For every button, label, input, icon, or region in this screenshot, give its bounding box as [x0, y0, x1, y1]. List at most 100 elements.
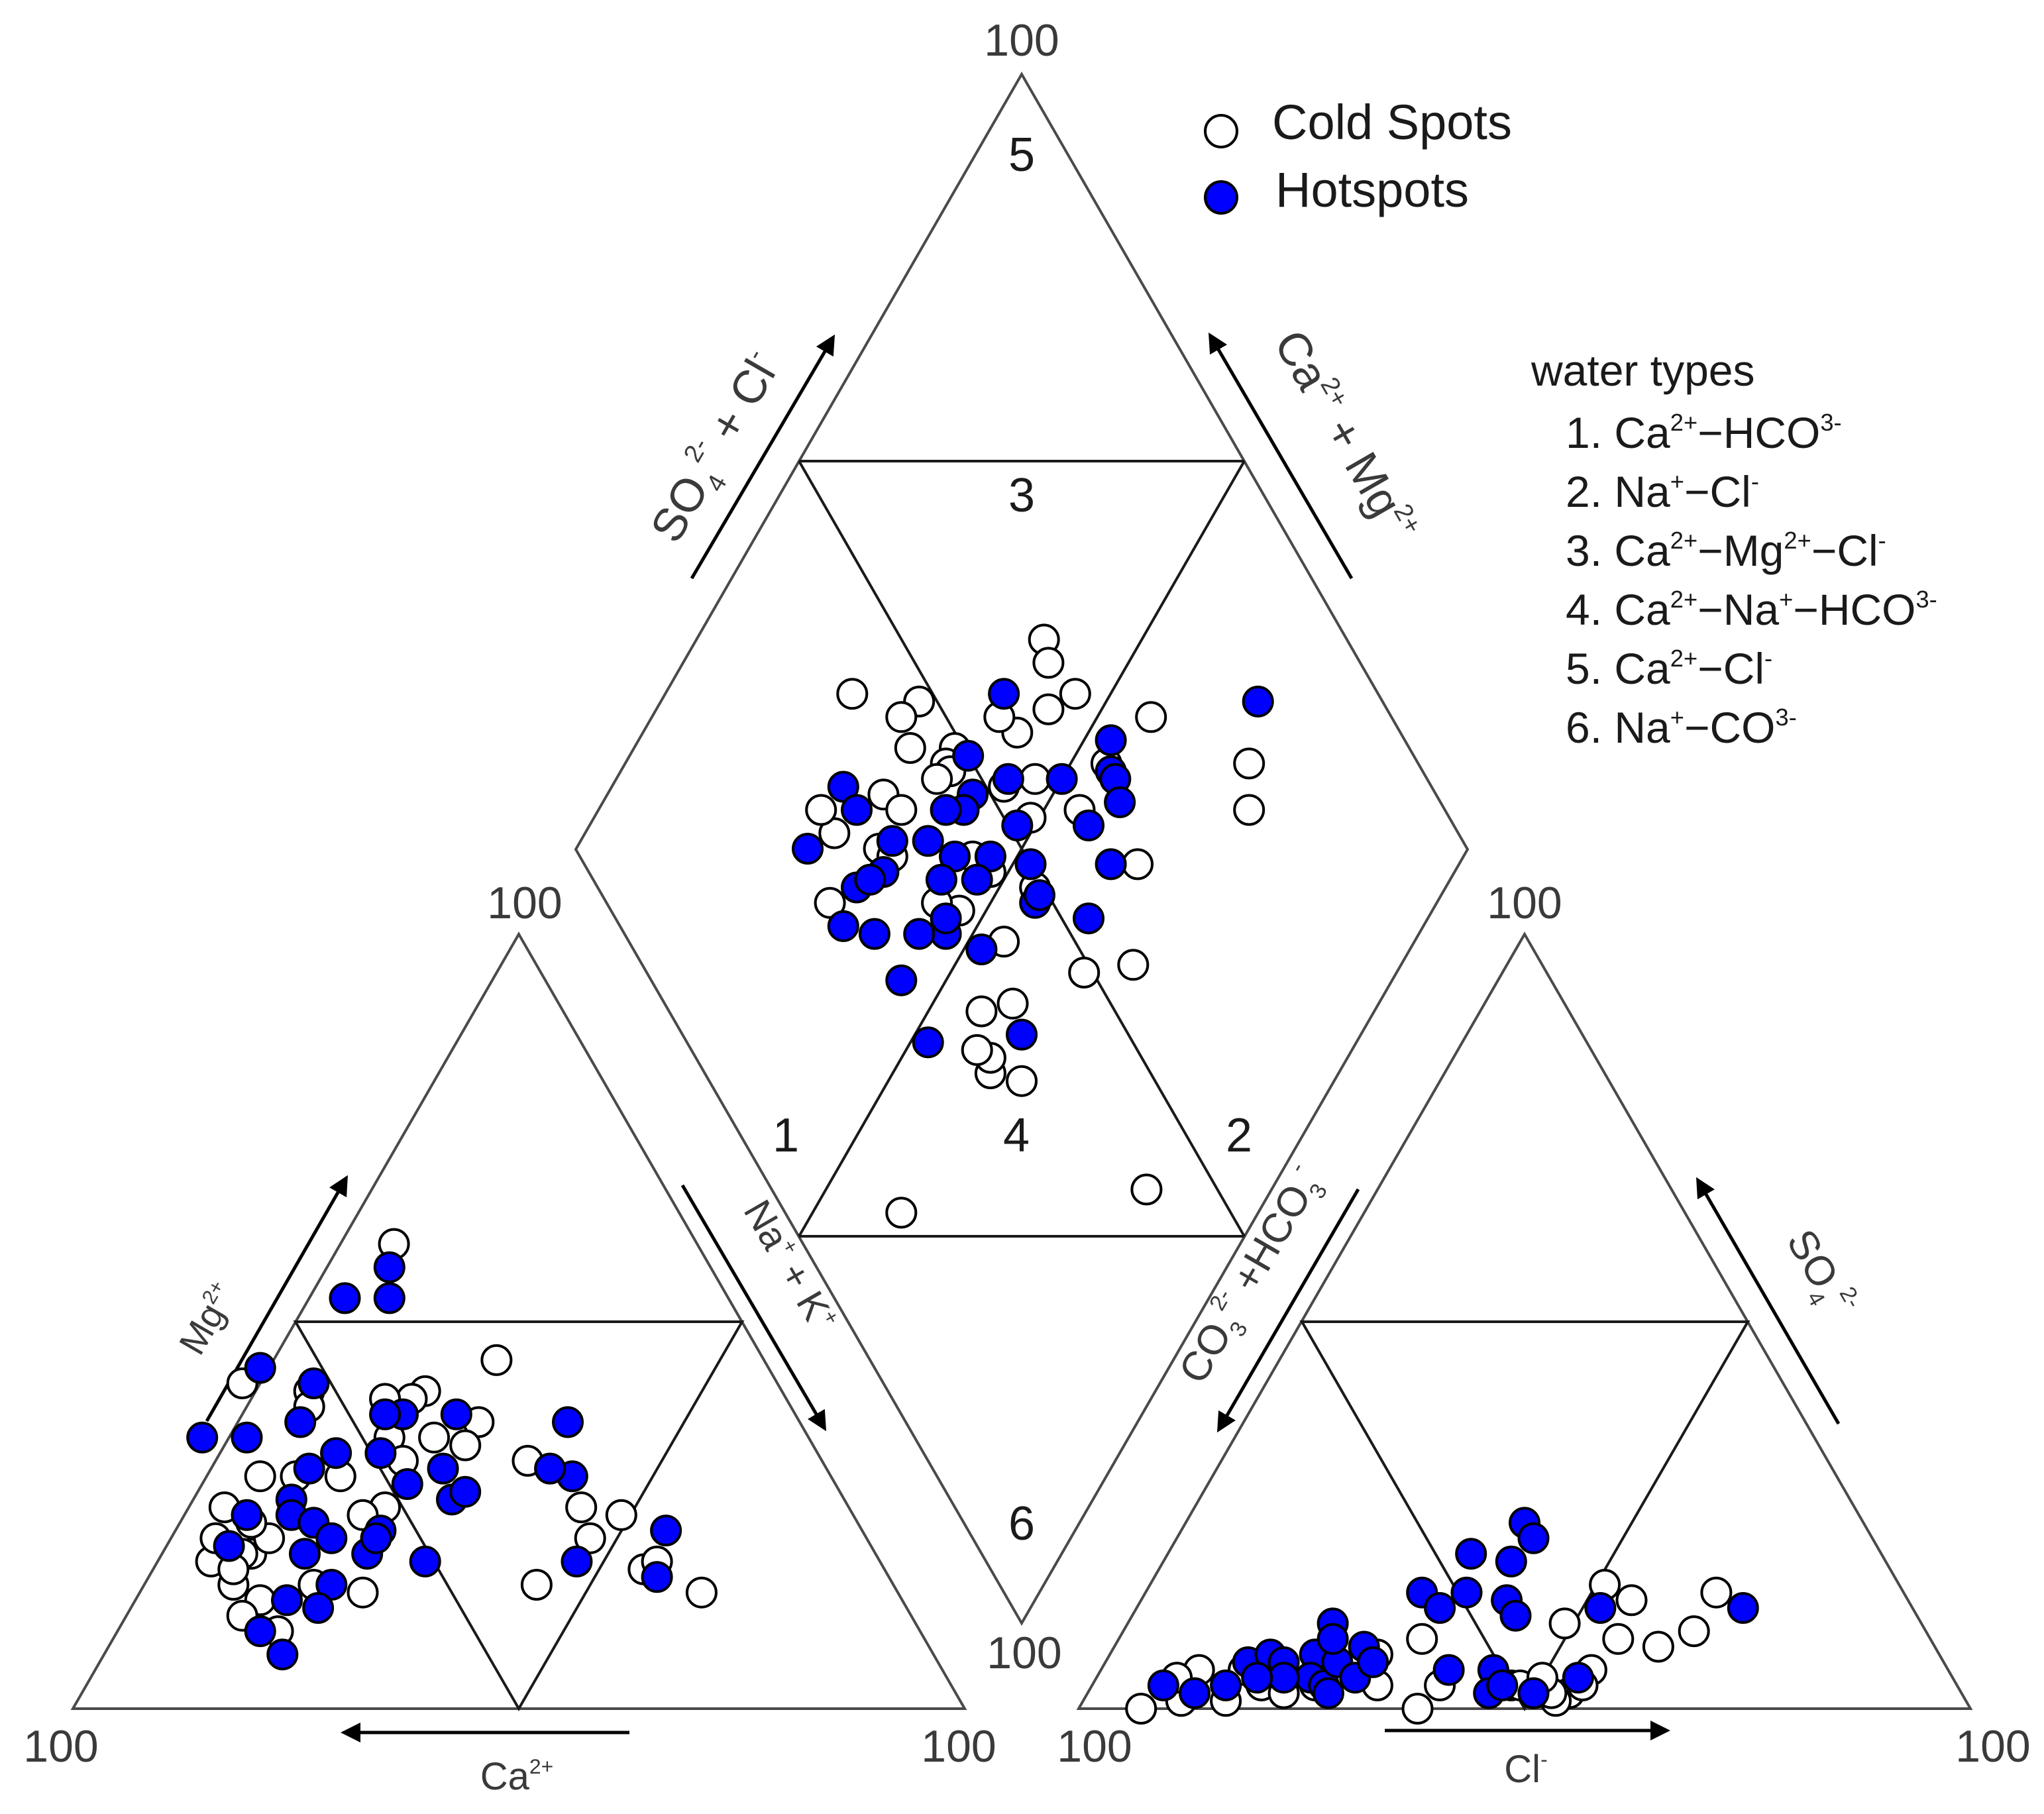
legend-marker-hot: [1204, 180, 1238, 215]
hotspot-point: [988, 678, 1020, 710]
hotspot-point: [561, 1545, 593, 1577]
cl-label: Cl-: [1504, 1747, 1547, 1791]
anion-inner-triangle: [1299, 1320, 1750, 1712]
cold-spot-point: [1233, 794, 1265, 826]
water-type-item: 5. Ca2+−Cl-: [1566, 644, 1772, 693]
cold-spot-point: [449, 1429, 482, 1462]
cold-spot-point: [961, 1034, 993, 1066]
hotspot-point: [827, 771, 859, 803]
cold-spot-point: [1406, 1623, 1438, 1655]
hotspot-point: [1312, 1677, 1344, 1709]
region-labels: 5 3 1 4 2 6: [773, 129, 1252, 1550]
hundred-label-top: 100: [984, 15, 1059, 66]
hotspot-point: [965, 934, 998, 965]
cold-spot-point: [565, 1491, 598, 1524]
hotspot-point: [930, 794, 962, 826]
hotspot-point: [1210, 1669, 1242, 1701]
so4-arrow: [1695, 1177, 1841, 1425]
hotspot-point: [1001, 809, 1034, 841]
water-type-item: 1. Ca2+−HCO3-: [1566, 408, 1842, 457]
co3-hco3-label: CO32- +HCO3-: [1167, 1157, 1336, 1394]
region-label-4: 4: [1003, 1109, 1030, 1162]
cold-spot-point: [805, 794, 837, 826]
hotspot-point: [912, 825, 944, 857]
cold-spot-point: [1615, 1584, 1648, 1617]
hotspot-point: [297, 1367, 330, 1399]
hotspot-point: [244, 1352, 276, 1384]
hotspot-point: [1584, 1592, 1617, 1624]
hotspot-point: [858, 918, 890, 950]
water-type-item: 6. Na+−CO3-: [1566, 703, 1797, 752]
hotspot-point: [409, 1545, 441, 1577]
cold-spot-point: [1401, 1693, 1434, 1725]
cold-spot-point: [1233, 747, 1265, 780]
cold-spot-point: [894, 732, 926, 764]
region-label-2: 2: [1226, 1109, 1252, 1162]
hotspot-point: [952, 739, 985, 772]
cold-spot-point: [1032, 693, 1065, 725]
cold-spot-point: [685, 1576, 718, 1609]
diamond-diag-2: [798, 460, 1246, 1237]
cold-spot-point: [1642, 1630, 1674, 1663]
cold-spot-point: [1117, 949, 1150, 981]
hotspot-point: [1073, 809, 1104, 841]
axis-arrows: [205, 332, 1841, 1742]
water-type-item: 2. Na+−Cl-: [1566, 467, 1759, 516]
hundred-label-cation-left: 100: [23, 1721, 98, 1772]
hotspot-point: [930, 902, 962, 935]
legend-marker-cold: [1204, 114, 1238, 148]
dividers: [293, 460, 1750, 1712]
na-k-label: Na+ + K+: [735, 1193, 845, 1338]
hundred-label-cation-top: 100: [487, 878, 562, 928]
region-label-3: 3: [1008, 469, 1035, 522]
hotspot-point: [534, 1452, 566, 1485]
hotspot-point: [271, 1584, 303, 1617]
hotspot-point: [360, 1522, 392, 1554]
hotspot-point: [329, 1282, 361, 1314]
cold-spot-point: [1019, 763, 1051, 795]
data-points: [186, 623, 1759, 1725]
cold-spot-point: [996, 987, 1029, 1020]
cold-spot-point: [836, 678, 869, 710]
hotspot-point: [641, 1561, 673, 1593]
hotspot-point: [302, 1592, 335, 1624]
mg-label: Mg2+: [171, 1276, 244, 1361]
cold-spot-point: [1602, 1623, 1635, 1655]
hotspot-point: [289, 1538, 321, 1570]
hotspot-point: [320, 1437, 352, 1469]
ca-mg-arrow: [1208, 332, 1354, 580]
hotspot-point: [974, 840, 1006, 873]
cold-spot-point: [418, 1421, 451, 1454]
legend-label-hot: Hotspots: [1275, 162, 1469, 217]
hotspot-point: [1095, 848, 1127, 880]
hotspot-point: [854, 863, 887, 896]
cold-spot-point: [1122, 848, 1154, 880]
hotspot-point: [373, 1251, 405, 1283]
cold-spot-point: [1006, 1065, 1038, 1097]
cold-spot-point: [1130, 1173, 1163, 1206]
cold-spot-point: [1068, 957, 1101, 988]
cold-spot-point: [347, 1576, 379, 1609]
cold-spot-point: [605, 1499, 637, 1531]
hundred-labels: 100 100 100 100 100 100 100 100: [23, 15, 2030, 1772]
region-label-5: 5: [1008, 129, 1035, 182]
hotspot-point: [1517, 1677, 1550, 1709]
hotspot-point: [266, 1638, 299, 1671]
hotspot-point: [369, 1398, 402, 1430]
cold-spot-point: [885, 794, 918, 826]
legend: Cold Spots Hotspots: [1204, 95, 1512, 217]
hotspot-point: [925, 863, 957, 896]
hotspot-point: [552, 1406, 584, 1438]
hotspot-point: [1023, 879, 1055, 912]
hotspot-point: [440, 1398, 472, 1430]
hotspot-point: [373, 1282, 405, 1314]
cold-spot-point: [574, 1522, 606, 1554]
hotspot-point: [244, 1615, 276, 1648]
hotspot-point: [427, 1452, 459, 1485]
hotspot-point: [1014, 848, 1047, 880]
hundred-label-anion-left: 100: [1057, 1721, 1132, 1772]
cold-spot-point: [1135, 701, 1167, 733]
water-types: water types 1. Ca2+−HCO3-2. Na+−Cl-3. Ca…: [1531, 346, 1937, 752]
hotspot-point: [1241, 1662, 1273, 1694]
